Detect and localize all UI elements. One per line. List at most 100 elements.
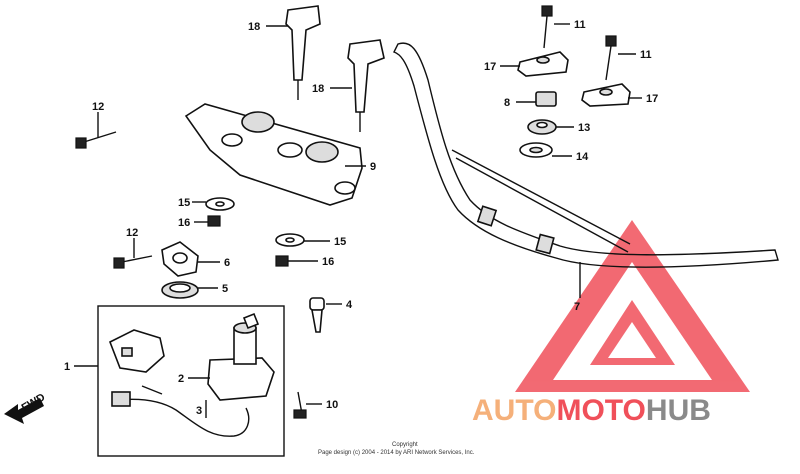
stay-6: [161, 241, 220, 277]
switch-box-frame: [97, 305, 285, 457]
bridge-bolt-hole-2: [334, 181, 356, 195]
bolt-12b-shank: [121, 255, 153, 263]
callout-15a: 15: [178, 197, 190, 209]
wire-branch: [141, 385, 163, 395]
handlebar-outline: [393, 42, 779, 268]
callout-2: 2: [178, 373, 184, 385]
washer-15a-hole: [215, 201, 225, 207]
nut-16a-body: [207, 215, 221, 227]
stay-6-hole: [172, 252, 188, 264]
callout-4: 4: [346, 299, 353, 311]
bolt-11a: [541, 5, 570, 49]
wire-harness: [117, 398, 250, 437]
holder-18-left: [266, 5, 321, 100]
nut-13: [527, 119, 574, 135]
bolt-10-head: [293, 409, 307, 419]
callout-13: 13: [578, 122, 590, 134]
callout-12b: 12: [126, 227, 138, 239]
callout-6: 6: [224, 257, 230, 269]
callout-18b: 18: [312, 83, 324, 95]
nut-16b-body: [275, 255, 289, 267]
key-4-blade: [311, 309, 323, 333]
watermark-moto: MOTO: [556, 394, 645, 427]
handlebar-knurl-right: [535, 233, 555, 255]
washer-15b-hole: [285, 237, 295, 243]
clamp-17a-body: [517, 51, 569, 77]
callout-9: 9: [370, 161, 376, 173]
washer-14-hole: [529, 146, 543, 154]
holder-18-right: [330, 39, 385, 132]
key-4-head: [309, 297, 325, 311]
callout-16b: 16: [322, 256, 334, 268]
handlebar-knurl-left: [476, 205, 498, 227]
callout-16a: 16: [178, 217, 190, 229]
clamp-17a: [500, 51, 569, 77]
logo-triangle-hole: [608, 322, 656, 358]
bolt-10: [293, 391, 322, 419]
washer-15b: [275, 233, 330, 247]
bolt-11b-shank: [605, 45, 612, 81]
callout-14: 14: [576, 151, 589, 163]
callout-18a: 18: [248, 21, 260, 33]
handlebar-brace: [451, 149, 631, 245]
cap-8-body: [535, 91, 557, 107]
cover-5: [161, 281, 218, 299]
bolt-11b: [605, 35, 636, 81]
watermark-wordmark: AUTOMOTOHUB: [472, 394, 711, 427]
watermark-hub: HUB: [646, 394, 711, 427]
callout-5: 5: [222, 283, 228, 295]
top-bridge: [184, 103, 366, 206]
washer-15a: [192, 197, 235, 211]
clamp-17b-hole: [599, 88, 613, 96]
callout-17b: 17: [646, 93, 658, 105]
fwd-indicator: FWD: [4, 391, 47, 424]
holder-left-body: [285, 5, 321, 81]
callout-8: 8: [504, 97, 510, 109]
cap-8: [516, 91, 557, 107]
bridge-hole-left: [241, 111, 275, 133]
bolt-11a-shank: [543, 15, 548, 49]
switch-key-inserted: [242, 312, 260, 330]
bolt-12b-head: [113, 257, 125, 269]
key-4: [309, 297, 342, 333]
bolt-12a-head: [75, 137, 87, 149]
callout-1: 1: [64, 361, 70, 373]
copyright-line-2: Page design (c) 2004 - 2014 by ARI Netwo…: [318, 450, 475, 456]
cover-5-inner: [169, 283, 191, 293]
callout-10: 10: [326, 399, 338, 411]
fwd-arrow-icon: [4, 398, 44, 424]
watermark-logo: [515, 220, 750, 392]
bridge-bolt-hole-1: [221, 133, 243, 147]
handlebar: [393, 42, 779, 298]
callout-11a: 11: [574, 19, 586, 31]
bolt-11a-head: [541, 5, 553, 17]
ignition-switch-box: [74, 305, 285, 457]
nut-16b: [275, 255, 318, 267]
holder-right-body: [347, 39, 385, 113]
bolt-12a-shank: [83, 131, 117, 143]
handlebar-brace-edge: [455, 157, 629, 253]
copyright-line-1: Copyright: [392, 442, 418, 448]
callout-12a: 12: [92, 101, 104, 113]
callout-3: 3: [196, 405, 202, 417]
clamp-17a-hole: [536, 56, 550, 64]
connector-slot: [121, 347, 133, 357]
bolt-11b-head: [605, 35, 617, 47]
clamp-17b: [581, 83, 642, 107]
callout-17a: 17: [484, 61, 496, 73]
bolt-12a: [75, 112, 117, 149]
washer-14: [519, 142, 572, 158]
harness-plug: [111, 391, 131, 407]
callout-15b: 15: [334, 236, 346, 248]
nut-13-hole: [536, 121, 548, 129]
bridge-hole-center: [277, 142, 303, 158]
bridge-hole-right: [305, 141, 339, 163]
watermark-auto: AUTO: [472, 394, 556, 427]
callout-11b: 11: [640, 49, 652, 61]
switch-base: [207, 357, 275, 401]
bolt-12b: [113, 238, 153, 269]
callout-7: 7: [574, 301, 580, 313]
nut-16a: [194, 215, 221, 227]
